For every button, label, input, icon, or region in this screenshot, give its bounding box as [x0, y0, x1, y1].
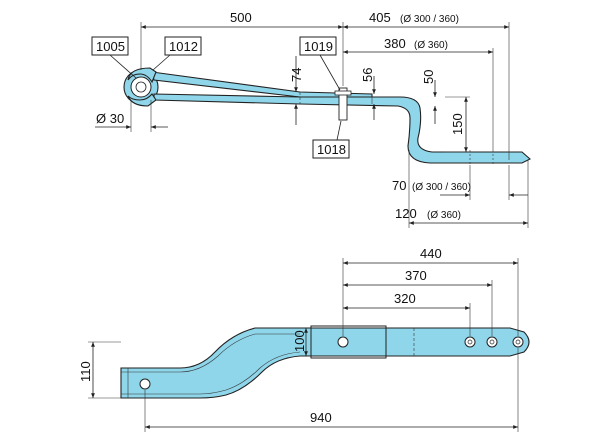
part-1019-label: 1019	[304, 39, 333, 54]
main-leaf	[153, 93, 531, 164]
hole-440-inner	[515, 339, 521, 345]
hole-370	[486, 336, 498, 348]
part-1018-label: 1018	[317, 142, 346, 157]
dim-370-label: 370	[405, 268, 427, 283]
part-1012-label: 1012	[169, 39, 198, 54]
part-1005-label: 1005	[96, 39, 125, 54]
dim-56-label: 56	[360, 68, 375, 82]
dim-70-label: 70	[392, 178, 406, 193]
dim-440-label: 440	[420, 246, 442, 261]
hole-320-inner	[467, 339, 473, 345]
dim-100-label: 100	[292, 330, 307, 352]
dim-d30-label: Ø 30	[96, 111, 124, 126]
leader-1005	[109, 54, 137, 79]
leaf-bottom-body	[120, 327, 530, 399]
dim-405-note: (Ø 300 / 360)	[400, 14, 459, 25]
dim-380-label: 380	[384, 36, 406, 51]
eye-wrap-lower	[127, 93, 157, 107]
dim-405-label: 405	[369, 10, 391, 25]
clamp-plate	[310, 325, 387, 359]
part-label-box	[299, 36, 337, 56]
dim-74-label: 74	[289, 68, 304, 82]
dim-150-label: 150	[450, 113, 465, 135]
dim-70-note: (Ø 300 / 360)	[412, 182, 471, 193]
leader-1012	[152, 54, 171, 71]
dim-940-label: 940	[310, 410, 332, 425]
leader-1019	[319, 54, 341, 91]
hole-370-inner	[489, 339, 495, 345]
inner-edge	[121, 333, 300, 373]
part-label-box	[312, 139, 350, 159]
eye-hole-bottom	[139, 378, 151, 390]
hole-320	[464, 336, 476, 348]
dim-120-note: (Ø 360)	[427, 210, 461, 221]
center-nut	[334, 90, 352, 96]
top-view: 500 405 (Ø 300 / 360) 380 (Ø 360) 74 56 …	[91, 10, 531, 228]
dim-120-label: 120	[395, 206, 417, 221]
eye-bolt	[135, 81, 147, 93]
leader-1018	[336, 120, 342, 141]
dim-500-label: 500	[230, 10, 252, 25]
hole-440	[512, 336, 524, 348]
dim-50-label: 50	[421, 70, 436, 84]
center-nut-bottom	[337, 336, 349, 348]
dim-320-label: 320	[394, 291, 416, 306]
center-bolt	[338, 87, 348, 121]
inner-edge-2	[121, 351, 301, 395]
bottom-view: 440 370 320 100 110 940	[78, 246, 530, 432]
dim-110-label: 110	[78, 361, 93, 382]
part-label-box	[164, 36, 202, 56]
dim-380-note: (Ø 360)	[414, 40, 448, 51]
